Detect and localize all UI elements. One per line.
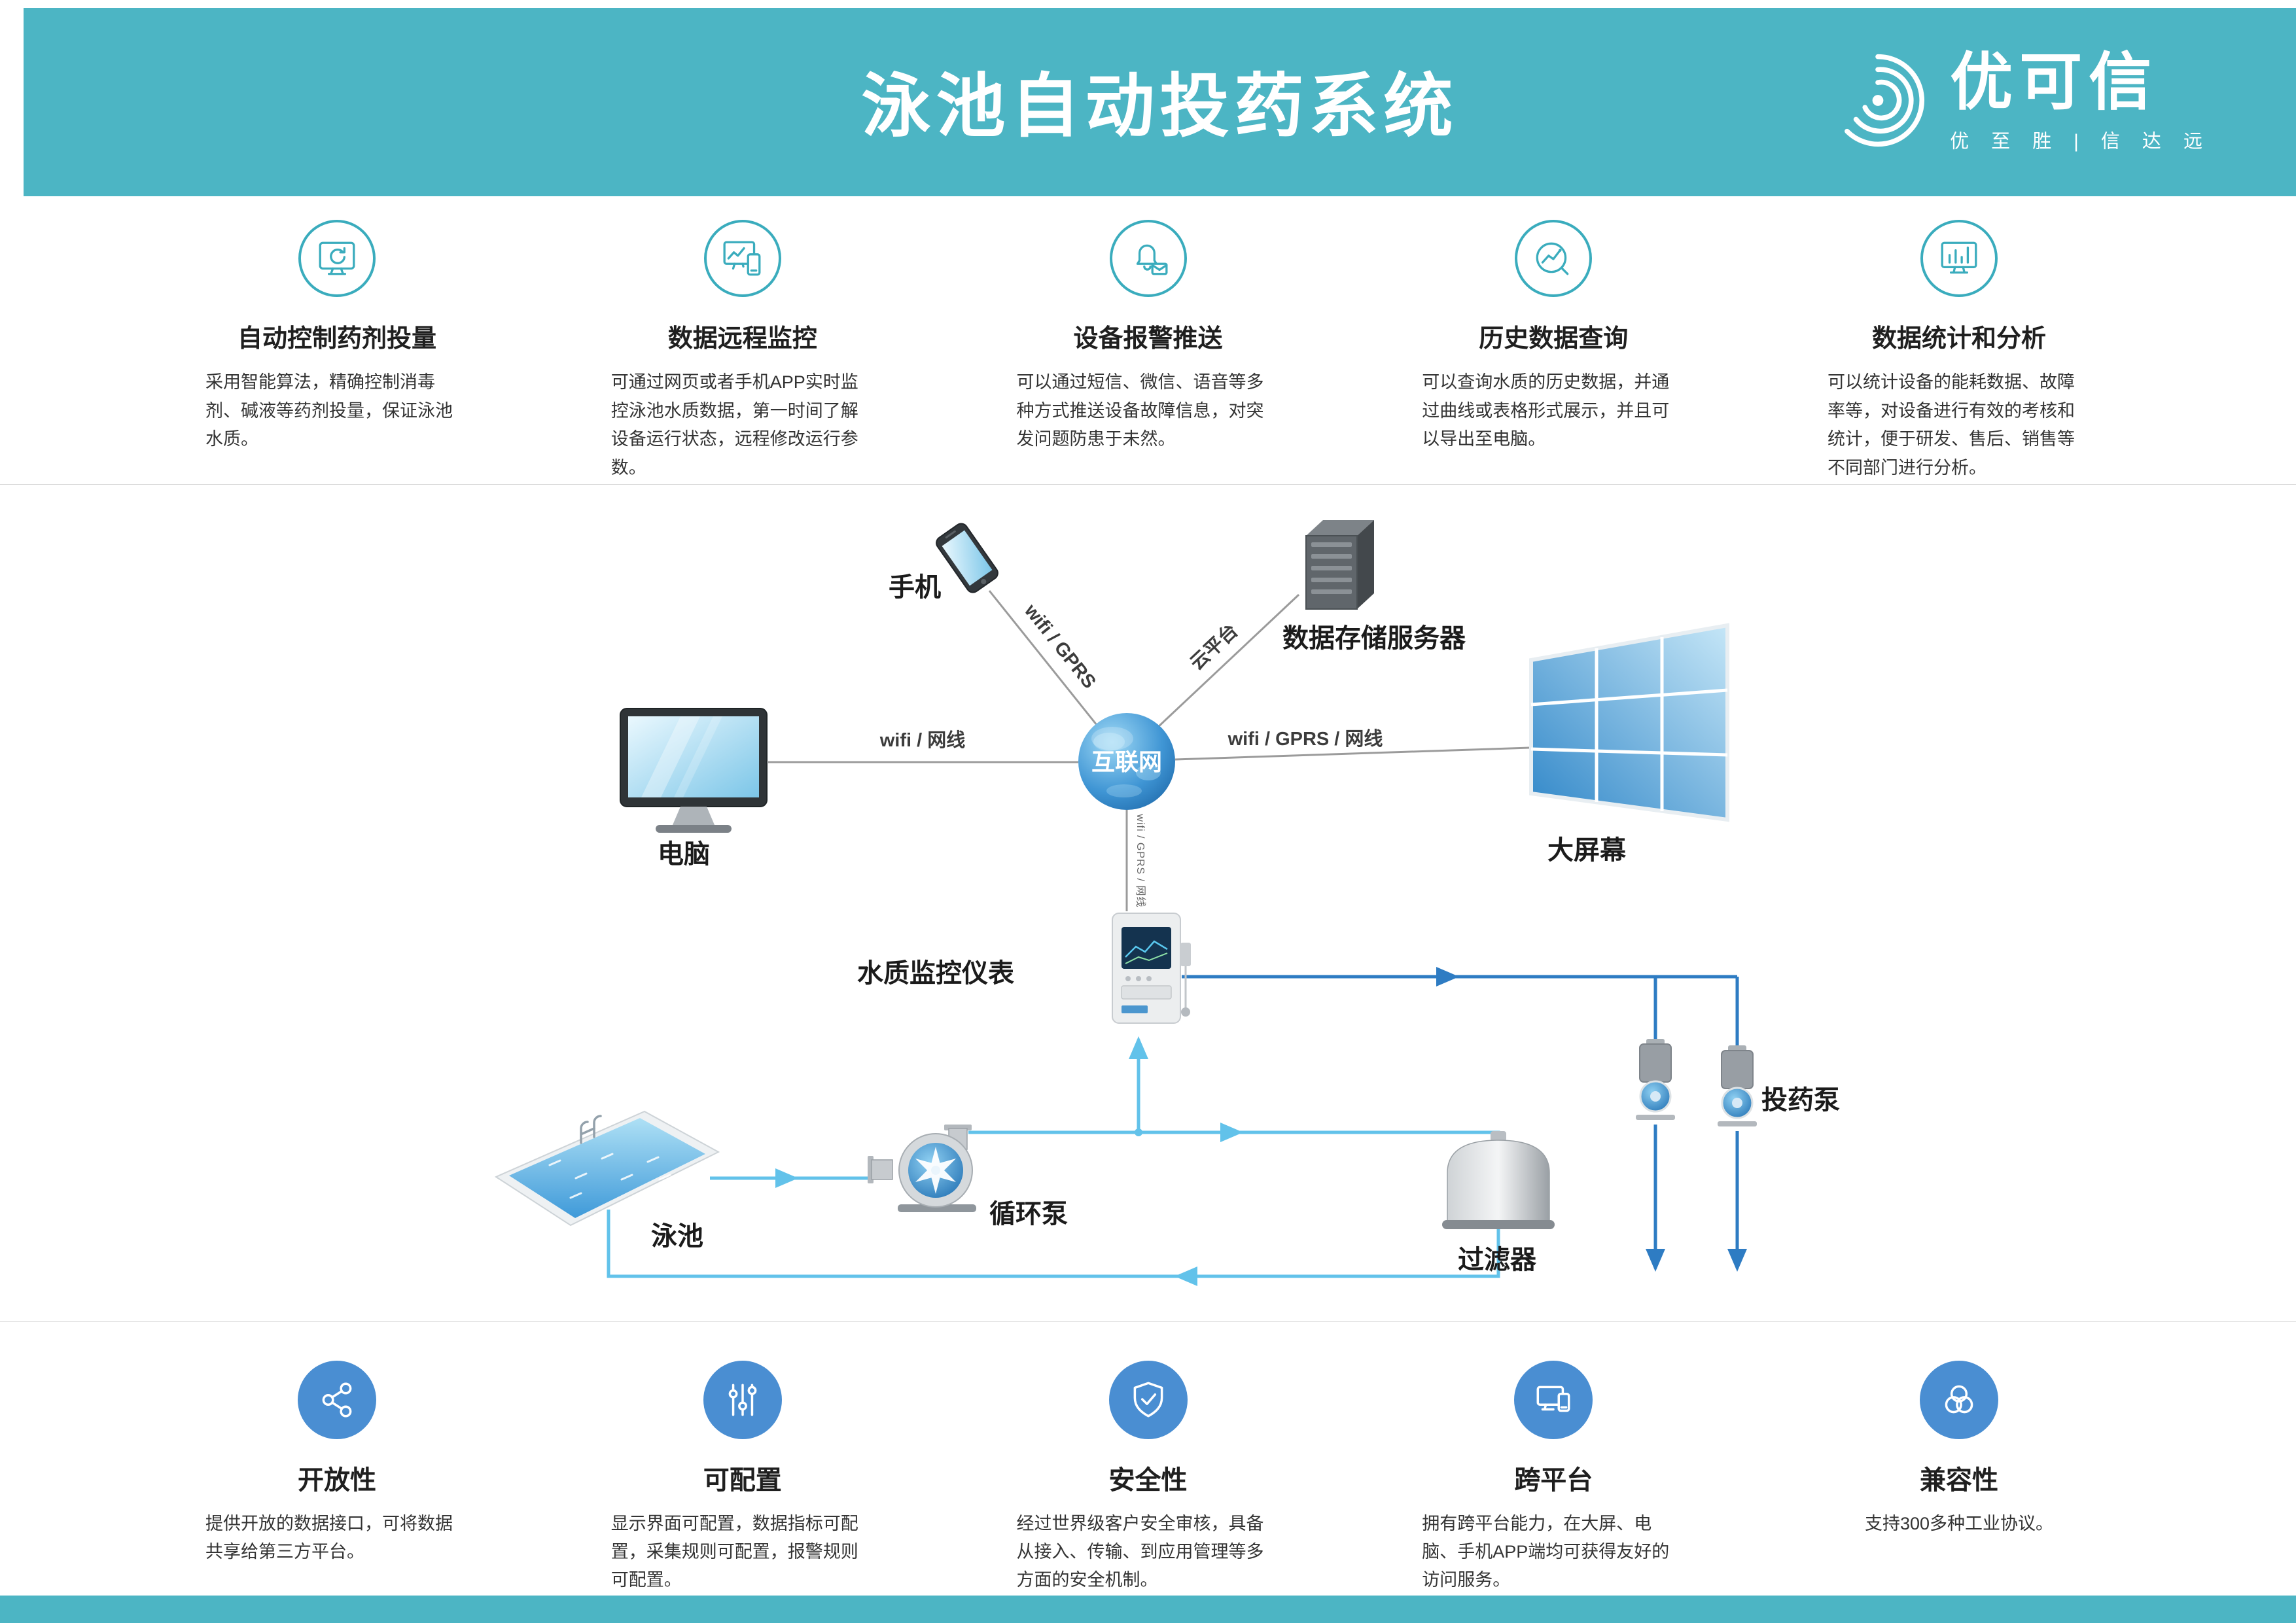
feature-desc: 可以统计设备的能耗数据、故障率等，对设备进行有效的考核和统计，便于研发、售后、销… bbox=[1828, 372, 2075, 478]
feature-title: 安全性 bbox=[1108, 1466, 1188, 1495]
feature-desc: 采用智能算法，精确控制消毒剂、碱液等药剂投量，保证泳池水质。 bbox=[205, 372, 453, 449]
dosing-pump-illustration-2 bbox=[1718, 1045, 1757, 1126]
bigscreen-illustration bbox=[1529, 623, 1729, 822]
brand-swirl-icon bbox=[1828, 51, 1928, 154]
link-server-internet bbox=[1156, 593, 1300, 729]
internet-globe bbox=[1078, 713, 1175, 810]
feature-auto-dosing: 自动控制药剂投量 采用智能算法，精确控制消毒剂、碱液等药剂投量，保证泳池水质。 bbox=[196, 208, 478, 483]
top-features: 自动控制药剂投量 采用智能算法，精确控制消毒剂、碱液等药剂投量，保证泳池水质。 … bbox=[0, 208, 2296, 483]
brand-logo: 优可信 优 至 胜 | 信 达 远 bbox=[1828, 51, 2211, 154]
circulation-pump-illustration bbox=[868, 1125, 976, 1212]
computer-label: 电脑 bbox=[658, 840, 710, 869]
feature-title: 数据统计和分析 bbox=[1871, 325, 2046, 353]
pipe-junction bbox=[1135, 1128, 1142, 1136]
feature-desc: 显示界面可配置，数据指标可配置，采集规则可配置，报警规则可配置。 bbox=[610, 1514, 858, 1590]
dosing-pump-illustration-1 bbox=[1636, 1039, 1675, 1120]
security-icon bbox=[1108, 1361, 1188, 1439]
pipe-return-2 bbox=[607, 1210, 1178, 1278]
feature-security: 安全性 经过世界级客户安全审核，具备从接入、传输、到应用管理等多方面的安全机制。 bbox=[1008, 1346, 1289, 1595]
pipe-pump-filter2 bbox=[1240, 1130, 1500, 1143]
water-pipes bbox=[607, 1036, 1500, 1286]
server-illustration bbox=[1305, 520, 1374, 610]
remote-monitor-icon bbox=[703, 220, 781, 297]
divider bbox=[0, 484, 2296, 485]
feature-cross-platform: 跨平台 拥有跨平台能力，在大屏、电脑、手机APP端均可获得友好的访问服务。 bbox=[1413, 1346, 1694, 1595]
divider bbox=[0, 1321, 2296, 1322]
computer-illustration bbox=[620, 708, 768, 833]
edge-label-server: 云平台 bbox=[1186, 620, 1243, 674]
feature-desc: 提供开放的数据接口，可将数据共享给第三方平台。 bbox=[205, 1514, 453, 1562]
feature-title: 兼容性 bbox=[1920, 1466, 1998, 1495]
feature-title: 数据远程监控 bbox=[667, 325, 817, 353]
page-title: 泳池自动投药系统 bbox=[861, 67, 1458, 145]
phone-label: 手机 bbox=[889, 573, 941, 602]
footer-bar bbox=[0, 1596, 2296, 1623]
edge-label-bigscreen: wifi / GPRS / 网线 bbox=[1227, 728, 1383, 750]
brand-text: 优可信 优 至 胜 | 信 达 远 bbox=[1950, 51, 2211, 153]
instrument-label: 水质监控仪表 bbox=[857, 959, 1014, 988]
openness-icon bbox=[298, 1361, 376, 1439]
pool-ladder-icon bbox=[580, 1115, 602, 1144]
filter-illustration bbox=[1442, 1131, 1555, 1229]
feature-configurable: 可配置 显示界面可配置，数据指标可配置，采集规则可配置，报警规则可配置。 bbox=[602, 1346, 883, 1595]
feature-desc: 可通过网页或者手机APP实时监控泳池水质数据，第一时间了解设备运行状态，远程修改… bbox=[610, 372, 858, 478]
server-label: 数据存储服务器 bbox=[1282, 624, 1466, 653]
internet-label: 互联网 bbox=[1091, 748, 1162, 775]
compatibility-icon bbox=[1920, 1361, 1998, 1439]
header-banner: 泳池自动投药系统 优可信 优 至 胜 | 信 达 远 bbox=[24, 8, 2296, 196]
history-query-icon bbox=[1515, 220, 1593, 297]
statistics-icon bbox=[1920, 220, 1998, 297]
instrument-illustration bbox=[1112, 913, 1191, 1024]
dosing-pump-label: 投药泵 bbox=[1761, 1086, 1840, 1115]
link-bigscreen-internet bbox=[1174, 746, 1530, 761]
alarm-push-icon bbox=[1109, 220, 1187, 297]
feature-desc: 可以通过短信、微信、语音等多种方式推送设备故障信息，对突发问题防患于未然。 bbox=[1016, 372, 1264, 449]
circulation-pump-label: 循环泵 bbox=[989, 1200, 1068, 1229]
feature-title: 可配置 bbox=[703, 1466, 782, 1495]
dosing-lines bbox=[1182, 967, 1747, 1272]
feature-alarm-push: 设备报警推送 可以通过短信、微信、语音等多种方式推送设备故障信息，对突发问题防患… bbox=[1008, 208, 1289, 483]
feature-title: 历史数据查询 bbox=[1479, 325, 1629, 353]
system-diagram: 手机 数据存储服务器 互联网 电脑 大屏幕 水质监控仪表 泳池 循环泵 过滤器 … bbox=[0, 485, 2296, 1321]
edge-label-instrument: wifi / GPRS / 网线 bbox=[1135, 813, 1146, 907]
feature-remote-monitor: 数据远程监控 可通过网页或者手机APP实时监控泳池水质数据，第一时间了解设备运行… bbox=[602, 208, 883, 483]
bottom-features: 开放性 提供开放的数据接口，可将数据共享给第三方平台。 可配置 显示界面可配置，… bbox=[0, 1346, 2296, 1595]
network-links bbox=[768, 590, 1530, 911]
pipe-return-1 bbox=[1174, 1229, 1500, 1286]
filter-label: 过滤器 bbox=[1458, 1246, 1537, 1274]
feature-history-query: 历史数据查询 可以查询水质的历史数据，并通过曲线或表格形式展示，并且可以导出至电… bbox=[1413, 208, 1694, 483]
feature-desc: 拥有跨平台能力，在大屏、电脑、手机APP端均可获得友好的访问服务。 bbox=[1422, 1514, 1670, 1590]
edge-label-computer: wifi / 网线 bbox=[879, 729, 966, 751]
feature-title: 自动控制药剂投量 bbox=[237, 325, 436, 353]
feature-title: 开放性 bbox=[298, 1466, 376, 1495]
auto-dosing-icon bbox=[298, 220, 376, 297]
pool-illustration bbox=[494, 1110, 720, 1227]
feature-openness: 开放性 提供开放的数据接口，可将数据共享给第三方平台。 bbox=[196, 1346, 478, 1595]
feature-desc: 可以查询水质的历史数据，并通过曲线或表格形式展示，并且可以导出至电脑。 bbox=[1422, 372, 1670, 449]
brand-tagline: 优 至 胜 | 信 达 远 bbox=[1950, 131, 2211, 152]
phone-illustration bbox=[936, 523, 998, 593]
configurable-icon bbox=[703, 1361, 782, 1439]
feature-title: 跨平台 bbox=[1514, 1466, 1593, 1495]
feature-compatibility: 兼容性 支持300多种工业协议。 bbox=[1818, 1346, 2100, 1595]
link-phone-internet bbox=[988, 590, 1101, 729]
pool-label: 泳池 bbox=[651, 1222, 703, 1251]
cross-platform-icon bbox=[1514, 1361, 1593, 1439]
brand-name: 优可信 bbox=[1950, 47, 2159, 117]
feature-title: 设备报警推送 bbox=[1073, 325, 1223, 353]
feature-desc: 经过世界级客户安全审核，具备从接入、传输、到应用管理等多方面的安全机制。 bbox=[1016, 1514, 1264, 1590]
feature-statistics: 数据统计和分析 可以统计设备的能耗数据、故障率等，对设备进行有效的考核和统计，便… bbox=[1818, 208, 2100, 483]
bigscreen-label: 大屏幕 bbox=[1547, 836, 1627, 865]
feature-desc: 支持300多种工业协议。 bbox=[1864, 1514, 2054, 1533]
